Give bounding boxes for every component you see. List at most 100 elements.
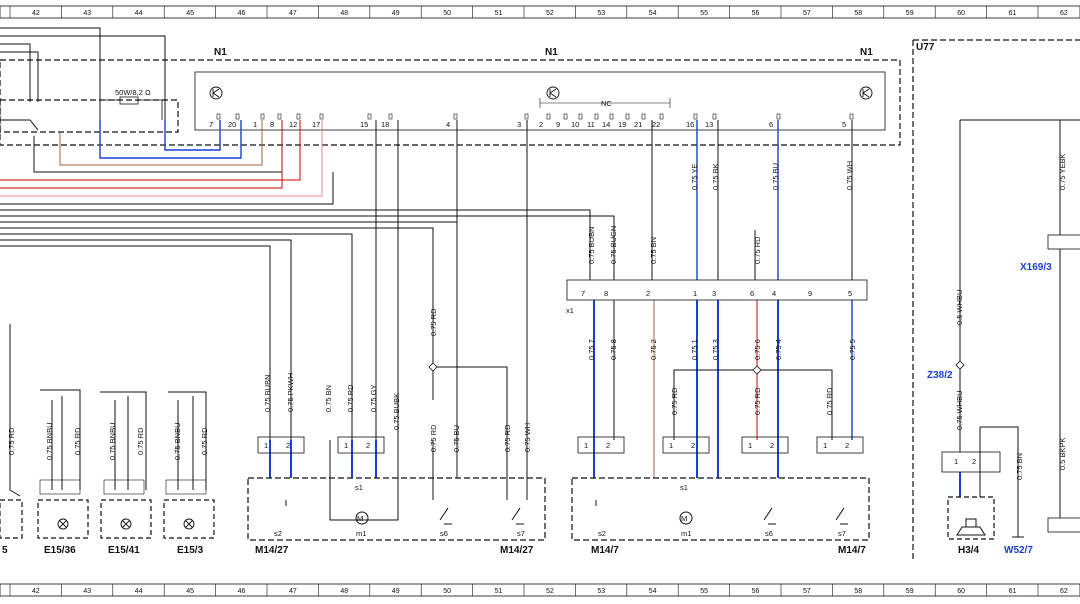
motor-icon <box>355 511 693 525</box>
wire <box>164 120 221 151</box>
splice-diamond <box>428 362 438 372</box>
n1-pin-label: 13 <box>705 120 713 129</box>
wire-label: 0.75 BN <box>324 385 333 412</box>
ruler-number: 50 <box>443 10 451 17</box>
ruler-number: 51 <box>495 10 503 17</box>
plug-pin-2: 2 <box>366 441 370 450</box>
motor-m-right: M <box>681 514 687 523</box>
n1-pin-socket <box>319 113 324 120</box>
u77-plug-pin-2: 2 <box>972 457 976 466</box>
m14-27-box <box>247 477 546 541</box>
n1-pin-label: 7 <box>209 120 213 129</box>
wire <box>0 209 591 280</box>
n1-pin-socket <box>260 113 265 120</box>
s1-label-right: s1 <box>680 483 688 492</box>
wire-label: 0.75 RD <box>753 387 762 415</box>
n1-pin-label: 10 <box>571 120 579 129</box>
ruler-number: 42 <box>32 588 40 595</box>
wire-label: 0.75 RD <box>753 236 762 264</box>
wire-label: 0.75 WH <box>523 423 532 452</box>
resistor-leads <box>99 99 163 120</box>
plug-body <box>816 436 864 454</box>
nc-label: NC <box>601 99 612 108</box>
plug-pin-1: 1 <box>344 441 348 450</box>
left-sub-box <box>0 99 179 133</box>
wire <box>0 172 334 205</box>
wire-label: 0.75 2 <box>649 339 658 360</box>
ruler-number: 59 <box>906 588 914 595</box>
m14-27-label-right: M14/27 <box>500 545 534 556</box>
plug-body <box>741 436 789 454</box>
u77-label: U77 <box>916 42 935 53</box>
wire-label: 0.75 RD <box>7 427 16 455</box>
n1-pin-socket <box>563 113 568 120</box>
wire-label: 0.75 BNBU <box>108 422 117 460</box>
ruler-number: 56 <box>752 588 760 595</box>
ruler-number: 47 <box>289 588 297 595</box>
s7-label-right: s7 <box>838 529 846 538</box>
n1-pin-label: 22 <box>652 120 660 129</box>
n1-pin-label: 9 <box>556 120 560 129</box>
wire <box>0 27 101 120</box>
plug-pin-2: 2 <box>845 441 849 450</box>
n1-pin-socket <box>594 113 599 120</box>
ruler-number: 47 <box>289 10 297 17</box>
splice-diamond <box>752 365 762 375</box>
w52-7-label: W52/7 <box>1004 545 1033 556</box>
n1-pin-label: 6 <box>769 120 773 129</box>
plug-pin-1: 1 <box>584 441 588 450</box>
x1-pin-label: 6 <box>750 289 754 298</box>
n1-pin-socket <box>296 113 301 120</box>
wire <box>168 391 207 490</box>
x-plug-lower <box>1047 517 1080 533</box>
n1-pin-label: 4 <box>446 120 450 129</box>
wire-label: 0.75 YE <box>690 163 699 190</box>
x1-pin-label: 8 <box>604 289 608 298</box>
wire <box>0 119 39 131</box>
wire <box>9 324 21 497</box>
wire <box>33 120 283 173</box>
plug-pin-1: 1 <box>669 441 673 450</box>
n1-pin-socket <box>625 113 630 120</box>
lamp-icon <box>57 518 195 530</box>
plug-pin-2: 2 <box>286 441 290 450</box>
ruler-number: 62 <box>1060 588 1068 595</box>
n1-pin-label: 5 <box>842 120 846 129</box>
n1-pin-label: 8 <box>270 120 274 129</box>
x169-3-plug <box>1047 234 1080 250</box>
u77-plug <box>941 451 1001 473</box>
wire-label: 0.75 BU <box>452 425 461 452</box>
m14-7-box <box>571 477 870 541</box>
wire-label: 0.75 GY <box>369 384 378 412</box>
wire-label: 0.75 BUBK <box>392 393 401 430</box>
ruler-number: 43 <box>83 588 91 595</box>
lamp-plug <box>103 479 145 495</box>
e15-41-label: E15/41 <box>108 545 140 556</box>
n1-pin-socket <box>712 113 717 120</box>
wire-label: 0.75 RD <box>429 424 438 452</box>
ruler-number: 50 <box>443 588 451 595</box>
plug-pin-2: 2 <box>770 441 774 450</box>
ruler-number: 51 <box>495 588 503 595</box>
s6-label-right: s6 <box>765 529 773 538</box>
wire <box>329 440 399 521</box>
n1-pin-label: 12 <box>289 120 297 129</box>
wire-label: 0.75 RD <box>429 308 438 336</box>
z38-2-label: Z38/2 <box>927 370 953 381</box>
wire-label: 0.75 8 <box>609 339 618 360</box>
resistor-label: 50W/8,2 Ω <box>115 88 151 97</box>
resistor-symbol <box>119 96 139 105</box>
wire-label: 0.75 7 <box>587 339 596 360</box>
wire <box>0 233 353 440</box>
wire <box>0 245 271 440</box>
ruler-bar <box>0 583 1080 597</box>
wire-label: 0.75 RD <box>346 384 355 412</box>
ruler-number: 45 <box>186 10 194 17</box>
wire-label: 0.75 BK <box>711 163 720 190</box>
n1-pin-label: 1 <box>253 120 257 129</box>
m14-7-label-right: M14/7 <box>838 545 866 556</box>
plug-body <box>257 436 305 454</box>
